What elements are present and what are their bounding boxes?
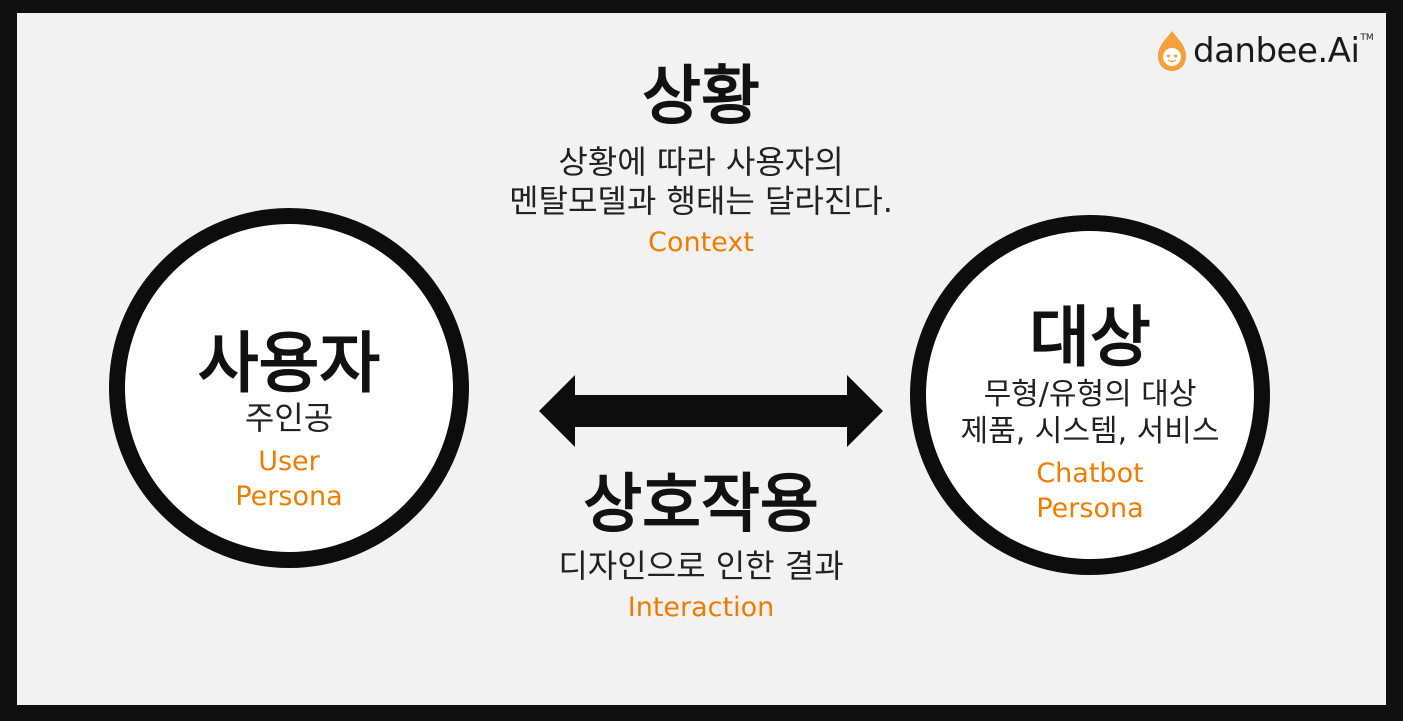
logo-text: danbee.Ai [1193, 31, 1360, 71]
danbee-flame-icon [1158, 31, 1186, 71]
user-desc: 주인공 [244, 399, 334, 437]
interaction-block: 상호작용 디자인으로 인한 결과 Interaction [451, 473, 951, 625]
user-block: 사용자 주인공 User Persona [139, 331, 439, 514]
interaction-heading: 상호작용 [583, 468, 819, 542]
context-desc-line1: 상황에 따라 사용자의 [558, 143, 844, 181]
context-block: 상황 상황에 따라 사용자의 멘탈모델과 행태는 달라진다. Context [451, 65, 951, 260]
user-english-line2: Persona [235, 481, 343, 513]
context-desc-line2: 멘탈모델과 행태는 달라진다. [509, 182, 893, 221]
target-english-line2: Persona [1036, 493, 1144, 525]
context-heading: 상황 [642, 60, 760, 134]
diagram-canvas: danbee.Ai TM 상황 상황에 따라 사용자의 멘탈모델과 행태는 달라… [17, 13, 1386, 705]
interaction-desc: 디자인으로 인한 결과 [558, 547, 844, 585]
danbee-logo: danbee.Ai TM [1155, 27, 1374, 75]
target-desc-line1: 무형/유형의 대상 [983, 377, 1197, 412]
target-english-line1: Chatbot [1036, 458, 1144, 490]
user-english-line1: User [258, 446, 320, 478]
context-english: Context [648, 227, 754, 259]
user-heading: 사용자 [197, 325, 381, 402]
double-arrow-icon [539, 375, 883, 447]
interaction-english: Interaction [627, 592, 775, 624]
target-heading: 대상 [1029, 299, 1151, 376]
logo-trademark: TM [1360, 33, 1374, 43]
target-block: 대상 무형/유형의 대상 제품, 시스템, 서비스 Chatbot Person… [925, 305, 1255, 526]
target-desc-line2: 제품, 시스템, 서비스 [960, 413, 1220, 449]
